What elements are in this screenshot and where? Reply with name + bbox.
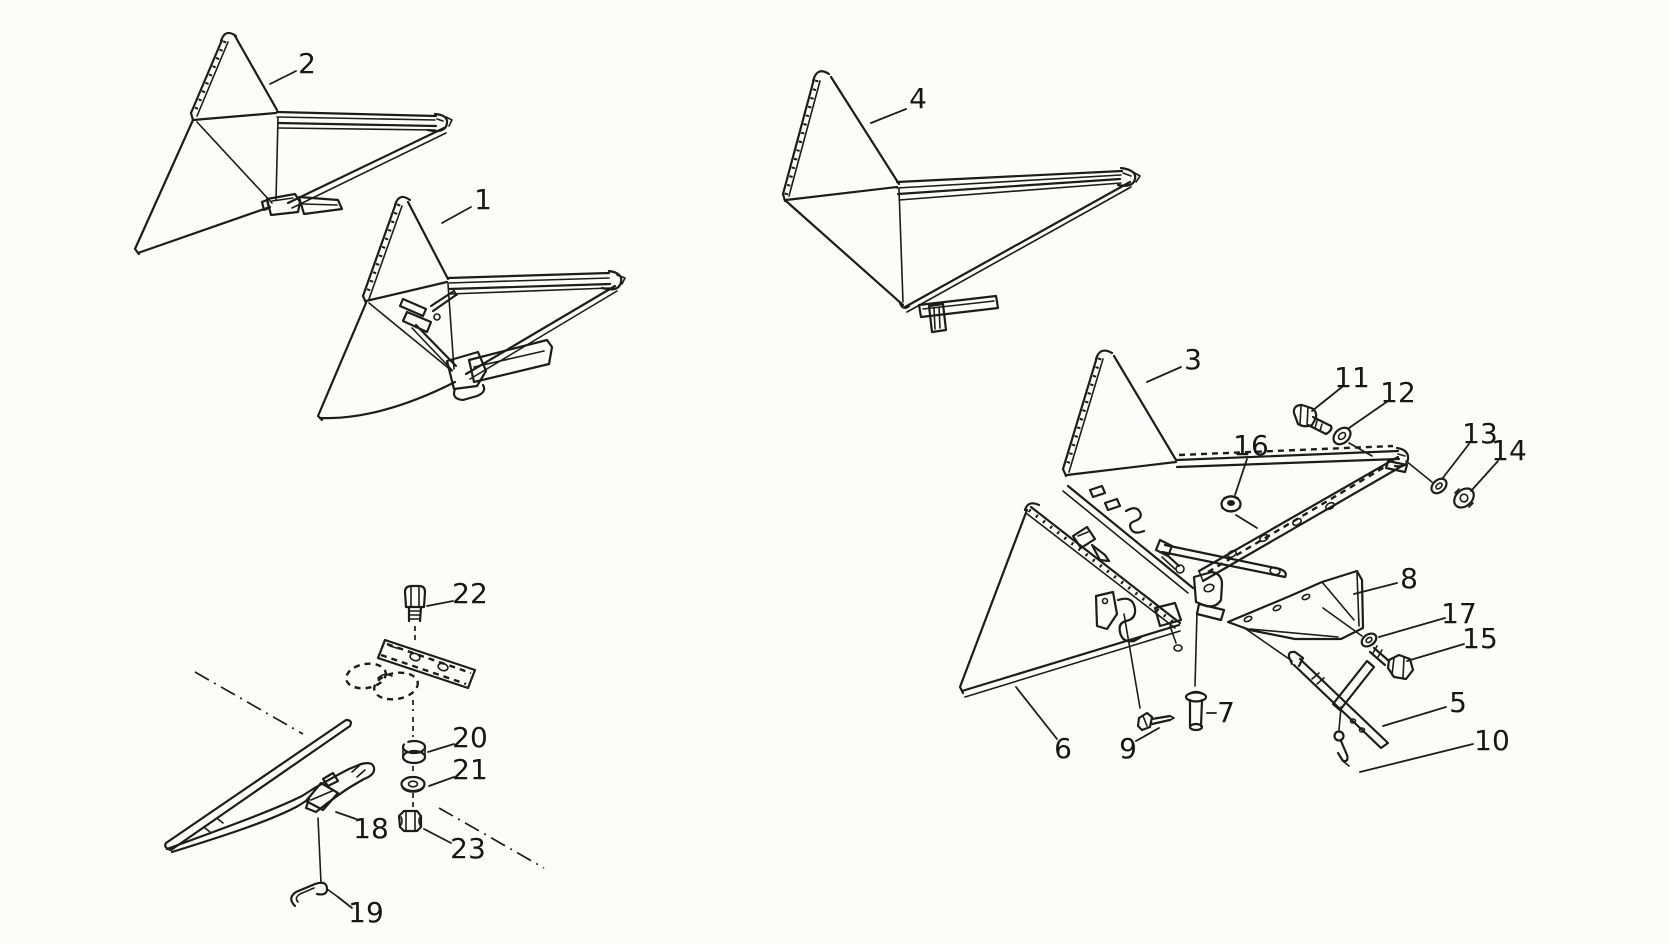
part-1-body-assembly-drawing: [316, 195, 626, 422]
leader-line-16: [1235, 514, 1258, 529]
part-label-4: 4: [909, 82, 927, 115]
part-label-12: 12: [1380, 376, 1416, 409]
centerline-a: [194, 671, 304, 735]
bolt-22-drawing: [403, 584, 427, 623]
leader-line-1: [441, 206, 472, 224]
part-label-23: 23: [450, 832, 486, 865]
leader-line-17: [1378, 617, 1446, 638]
leader-line-15: [1406, 643, 1465, 662]
leader-line-16: [1234, 458, 1248, 496]
part-label-15: 15: [1462, 622, 1498, 655]
hook-19-drawing: [290, 881, 339, 908]
part-label-7: 7: [1217, 696, 1235, 729]
leader-line-18: [335, 811, 357, 820]
leader-line-11: [1311, 386, 1343, 412]
part-label-10: 10: [1474, 724, 1510, 757]
washer-12-drawing: [1332, 426, 1373, 457]
part-label-5: 5: [1449, 686, 1467, 719]
part-label-13: 13: [1462, 417, 1498, 450]
part-label-11: 11: [1334, 361, 1370, 394]
leader-line-8: [1353, 582, 1398, 595]
leader-line-14: [1470, 460, 1499, 492]
bolt-15-drawing: [1368, 645, 1415, 681]
part-label-18: 18: [353, 812, 389, 845]
screw-9-drawing: [1136, 711, 1175, 732]
part-label-14: 14: [1491, 434, 1527, 467]
nut-16-drawing: [1220, 495, 1242, 513]
pin-7-drawing: [1184, 690, 1208, 732]
part-label-20: 20: [452, 721, 488, 754]
part-label-8: 8: [1400, 562, 1418, 595]
part-label-21: 21: [452, 753, 488, 786]
part-label-3: 3: [1184, 343, 1202, 376]
part-3-frame-assembly-drawing: [1061, 349, 1410, 709]
nut-23-drawing: [397, 809, 423, 833]
part-6-share-body-drawing: [958, 502, 1182, 698]
bolt-11-drawing: [1292, 403, 1333, 436]
leader-line-13: [1441, 443, 1470, 480]
part-8-share-blade-drawing: [1226, 569, 1365, 641]
leader-line-5: [1382, 706, 1447, 727]
spring-washer-20-drawing: [401, 739, 427, 765]
part-label-2: 2: [298, 47, 316, 80]
leader-line-12: [1348, 400, 1389, 429]
leader-line-20: [427, 743, 455, 753]
part-label-9: 9: [1119, 732, 1137, 765]
leader-line-6: [1015, 686, 1058, 740]
washer-17-drawing: [1322, 607, 1378, 648]
part-label-19: 19: [348, 896, 384, 929]
leader-line-9: [1135, 727, 1160, 742]
part-2-frame-drawing: [133, 31, 453, 256]
part-5-stake-drawing: [1242, 626, 1390, 750]
centerline-b: [438, 807, 545, 869]
leader-line-3: [1146, 366, 1182, 383]
leader-line-10: [1359, 743, 1474, 773]
lever-18-drawing: [164, 718, 376, 884]
part-label-22: 22: [452, 577, 488, 610]
part-4-frame-drawing: [781, 70, 1141, 334]
leader-line-22: [426, 600, 454, 607]
part-label-6: 6: [1054, 732, 1072, 765]
clip-10-drawing: [1333, 730, 1350, 767]
part-label-16: 16: [1233, 429, 1269, 462]
leader-line-2: [269, 70, 297, 85]
serrated-plate-bar-drawing: [376, 638, 477, 690]
washer-21-drawing: [400, 775, 426, 793]
leader-line-19: [337, 896, 353, 909]
leader-line-23: [423, 828, 452, 844]
washer-13-drawing: [1405, 460, 1448, 495]
part-label-1: 1: [474, 183, 492, 216]
part-label-17: 17: [1441, 597, 1477, 630]
leader-line-21: [428, 776, 455, 787]
leader-line-4: [870, 108, 907, 124]
serrated-plate-rosette-drawing: [344, 662, 419, 701]
